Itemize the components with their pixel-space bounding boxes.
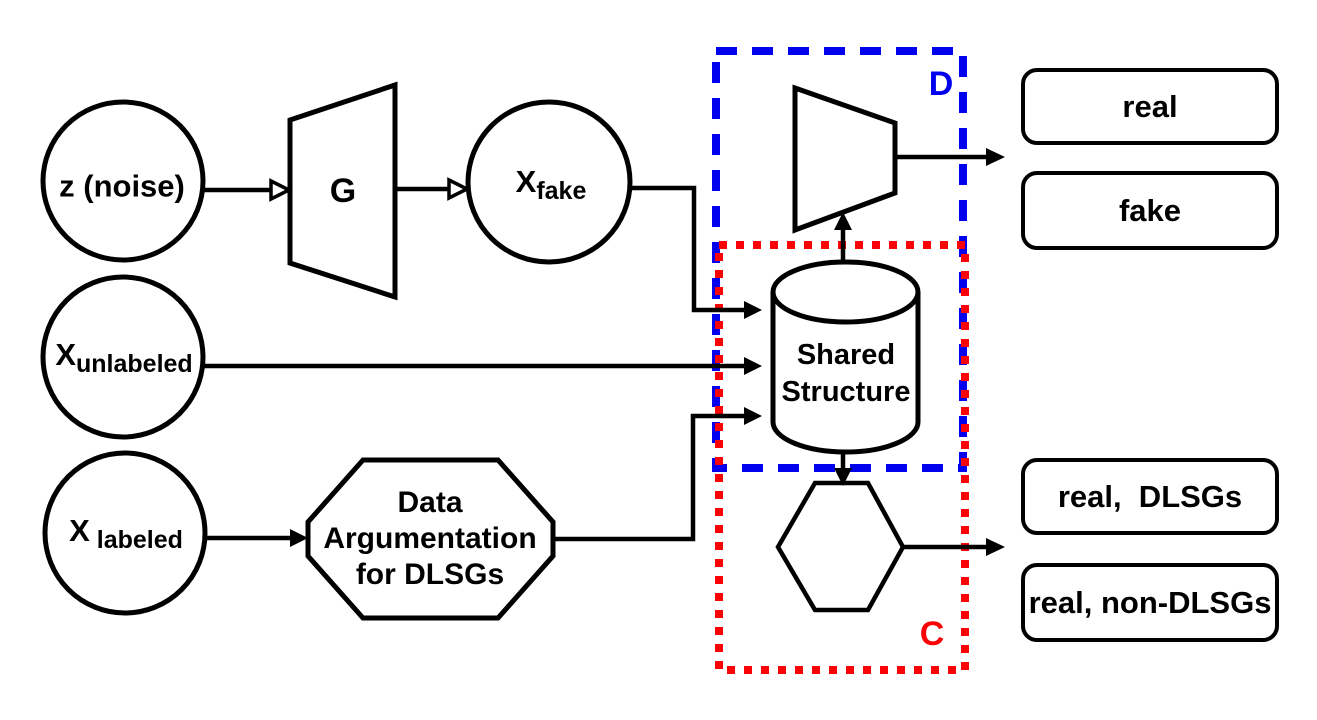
shared-structure-label-line2: Structure <box>781 376 911 408</box>
output-box-real-non-dlsgs: real, non-DLSGs <box>1021 563 1279 642</box>
shared-structure-label-line1: Shared <box>796 339 896 371</box>
x-unlabeled-label: Xunlabeled <box>55 339 192 377</box>
shared-structure-cylinder-body <box>770 292 921 455</box>
augmentation-label-line3: for DLSGs <box>355 558 505 591</box>
arrowhead-classifier-output <box>986 538 1005 556</box>
output-fake-label: fake <box>1118 192 1182 228</box>
arrowhead-xfake-to-shared <box>744 301 762 319</box>
output-real-non-dlsgs-label: real, non-DLSGs <box>1028 584 1272 620</box>
output-box-real-dlsgs: real, DLSGs <box>1021 458 1279 535</box>
z-noise-label: z (noise) <box>59 168 185 204</box>
x-unlabeled-sub: unlabeled <box>76 350 193 378</box>
shared-structure-label: Shared Structure <box>782 337 911 411</box>
arrowhead-xlabeled-to-augmentation <box>290 529 308 547</box>
generator-trapezoid <box>287 81 398 301</box>
discriminator-trapezoid <box>792 84 898 234</box>
discriminator-region-label: D <box>928 65 954 103</box>
generator-label: G <box>329 172 357 210</box>
augmentation-label-line2: Argumentation <box>323 522 537 555</box>
classifier-region-label: C <box>919 615 945 653</box>
augmentation-label: Data Argumentation for DLSGs <box>323 485 536 593</box>
output-real-dlsgs-label: real, DLSGs <box>1057 478 1243 514</box>
x-fake-sub: fake <box>536 177 587 205</box>
augmentation-label-line1: Data <box>397 486 463 519</box>
shared-structure-cylinder-top <box>770 259 921 325</box>
x-unlabeled-node <box>40 274 206 440</box>
z-noise-node <box>40 99 206 263</box>
x-labeled-node <box>42 450 208 616</box>
x-fake-base: X <box>515 164 537 199</box>
x-fake-label: Xfake <box>516 166 587 204</box>
x-fake-node <box>465 99 633 265</box>
augmentation-octagon <box>305 457 556 621</box>
arrow-xfake-to-shared <box>629 185 746 313</box>
arrow-augmentation-to-shared <box>553 413 746 542</box>
arrowhead-shared-to-classifier <box>834 468 852 486</box>
arrowhead-generator-to-xfake <box>447 177 471 201</box>
arrowhead-augmentation-to-shared <box>744 407 762 425</box>
arrowhead-xunlabeled-to-shared <box>744 357 762 375</box>
x-labeled-sub: labeled <box>96 526 183 554</box>
arrowhead-shared-to-discriminator <box>834 212 852 230</box>
classifier-hexagon <box>775 480 906 613</box>
x-unlabeled-base: X <box>55 337 76 372</box>
output-box-real: real <box>1021 68 1279 145</box>
arrowhead-discriminator-output <box>986 148 1005 166</box>
arrowhead-z-to-generator <box>269 178 293 202</box>
x-labeled-base: X <box>69 513 90 548</box>
output-box-fake: fake <box>1021 171 1279 250</box>
output-real-label: real <box>1122 88 1178 124</box>
